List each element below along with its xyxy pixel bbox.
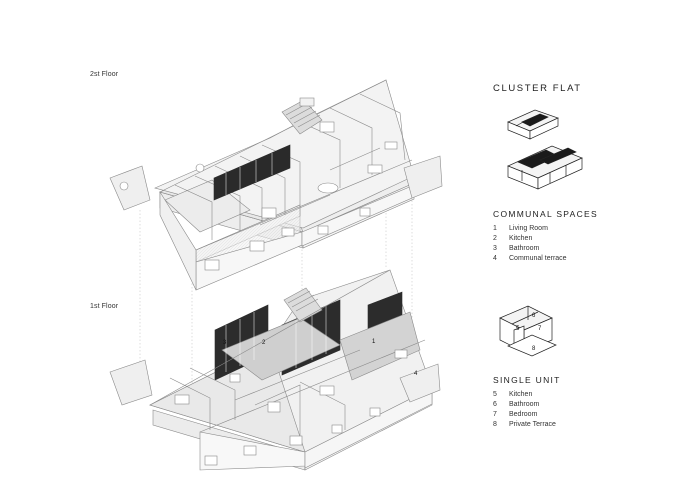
- communal-spaces-title: COMMUNAL SPACES: [493, 209, 598, 219]
- upper-right-balcony: [403, 155, 443, 199]
- cluster-flat-title: CLUSTER FLAT: [493, 83, 582, 94]
- floor-connector-lines: [139, 80, 413, 405]
- lower-floor-label: 1st Floor: [90, 303, 119, 310]
- single-unit-title: SINGLE UNIT: [493, 375, 561, 385]
- unit-mark-8: 8: [532, 346, 536, 352]
- communal-living-floor: [339, 311, 421, 381]
- upper-floor-plan: [109, 79, 443, 291]
- plan-mark-4: 4: [414, 371, 418, 377]
- unit-mark-7: 7: [538, 326, 542, 332]
- lower-left-balcony: [109, 359, 153, 406]
- plan-mark-2: 2: [262, 340, 266, 346]
- upper-left-balcony: [109, 165, 151, 211]
- upper-staircase: [281, 97, 323, 135]
- unit-mark-5: 5: [516, 326, 520, 332]
- lower-right-balcony: [399, 363, 441, 403]
- lower-floor-plan: 2 3 1 4: [109, 269, 441, 471]
- plan-mark-3: 3: [223, 340, 227, 346]
- upper-floor-label: 2st Floor: [90, 71, 119, 78]
- cluster-flat-diagram: [507, 109, 583, 190]
- unit-mark-6: 6: [532, 313, 536, 319]
- upper-dark-wall: [213, 144, 291, 201]
- single-unit-diagram: 5 6 7 8: [499, 305, 557, 357]
- plan-mark-1: 1: [372, 339, 376, 345]
- communal-kitchen-floor: [221, 317, 341, 381]
